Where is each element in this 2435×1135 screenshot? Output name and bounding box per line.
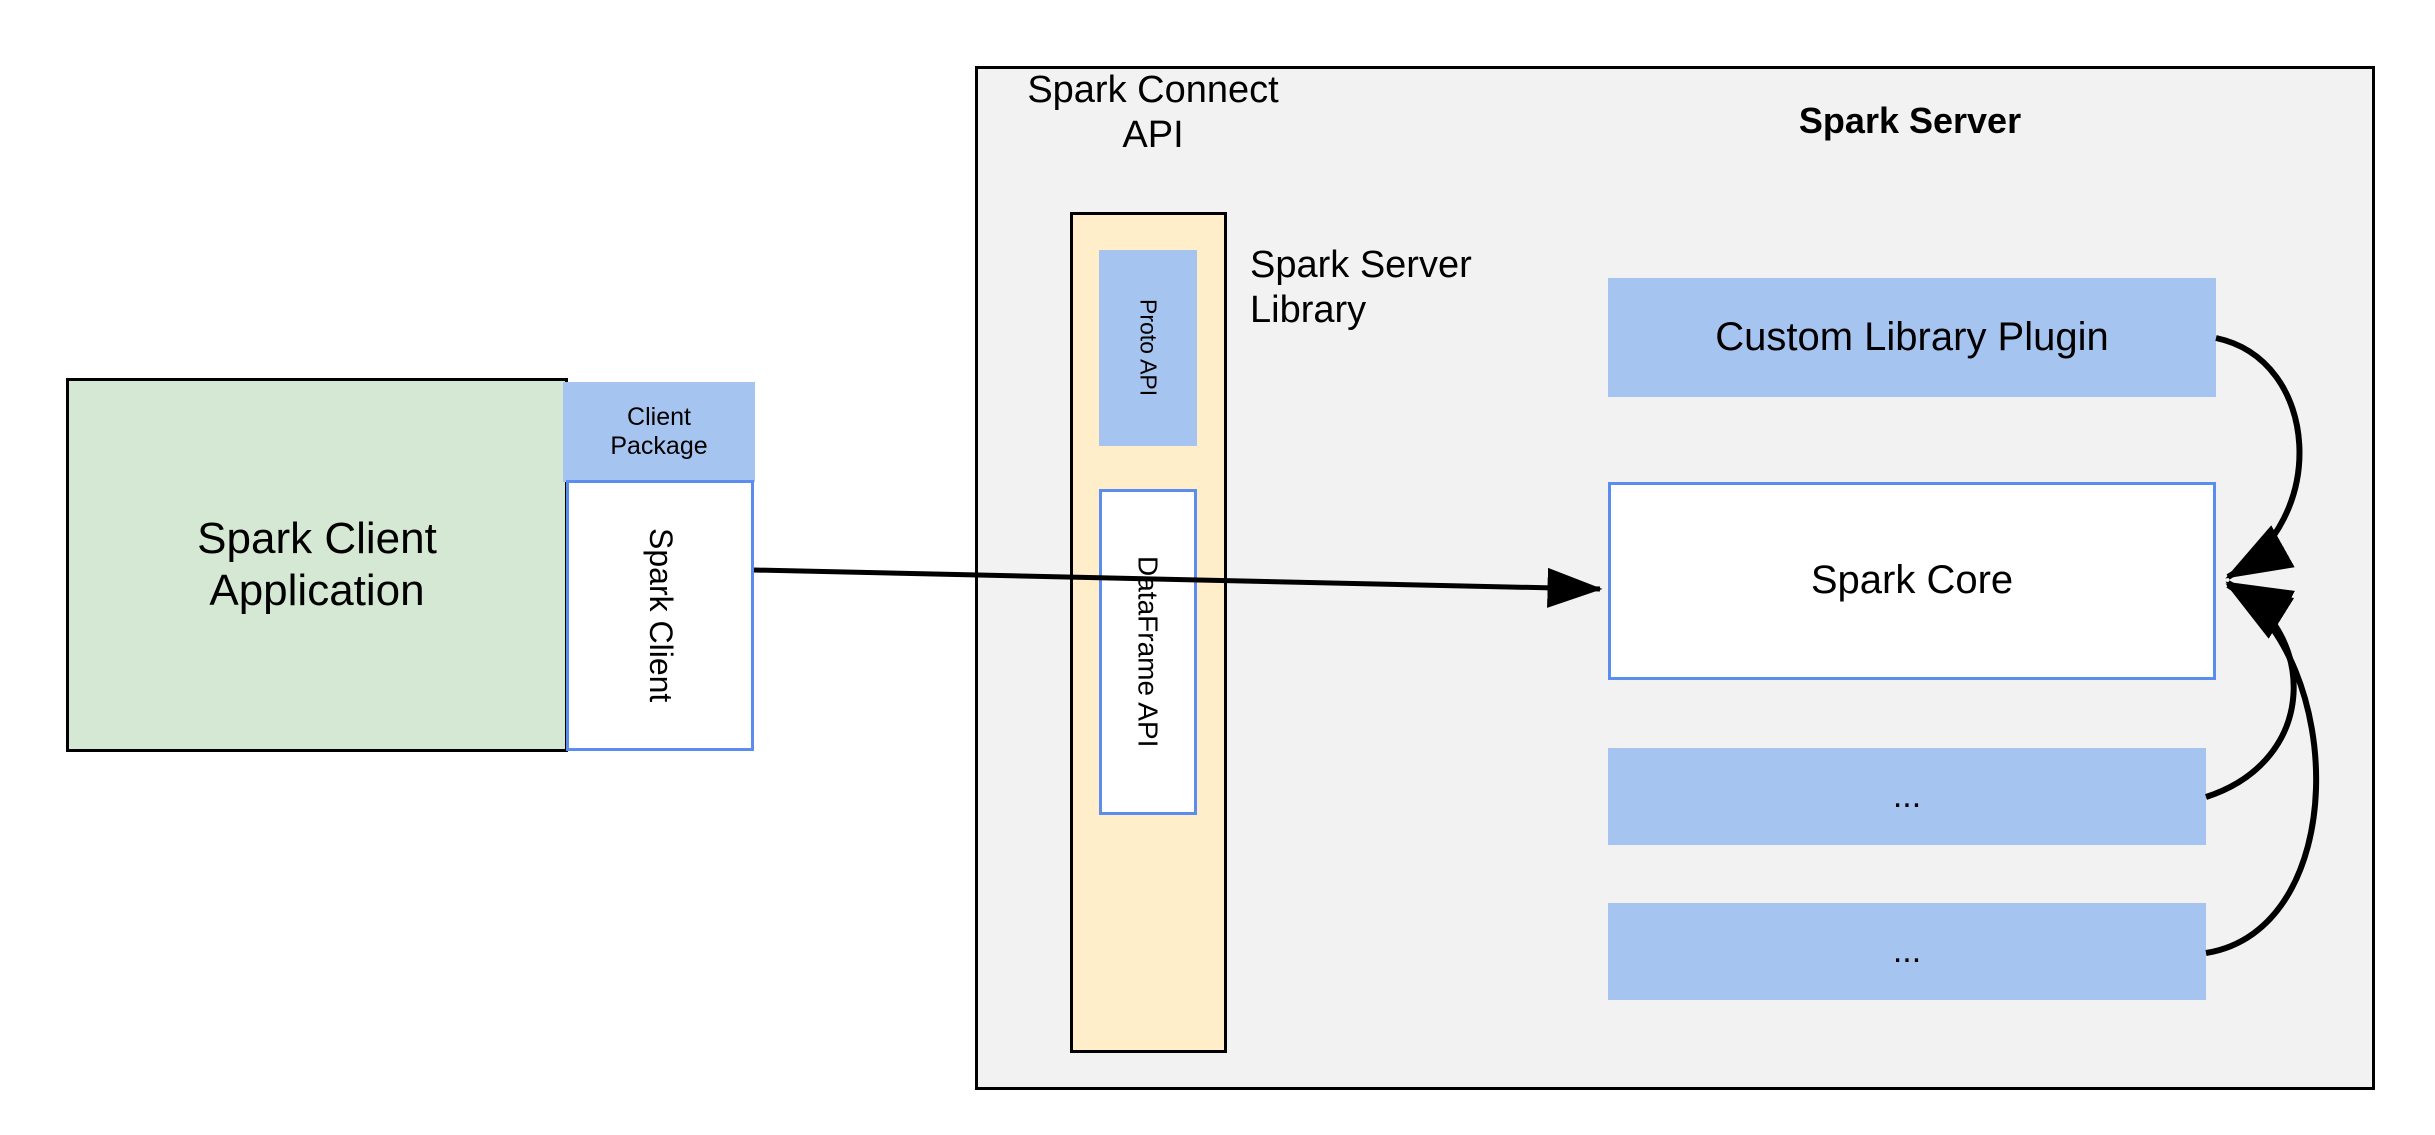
spark-core-box[interactable]: Spark Core <box>1608 482 2216 680</box>
custom-library-plugin-label: Custom Library Plugin <box>1715 314 2109 359</box>
server-module-ellipsis-1[interactable]: ... <box>1608 748 2206 845</box>
spark-connect-line-1: Spark Connect <box>1027 69 1279 111</box>
client-package-line-2: Package <box>610 432 708 460</box>
dataframe-api-label: DataFrame API <box>1132 556 1164 748</box>
spark-connect-api-label: Spark Connect API <box>1008 68 1298 166</box>
proto-api-label: Proto API <box>1135 299 1162 397</box>
server-library-line-1: Spark Server <box>1250 244 1472 286</box>
server-module-ellipsis-2[interactable]: ... <box>1608 903 2206 1000</box>
client-package-label: Client Package <box>610 403 707 462</box>
client-app-line-1: Spark Client <box>197 514 437 564</box>
spark-client-box[interactable]: Spark Client <box>566 480 754 751</box>
spark-client-application-label: Spark Client Application <box>197 513 437 617</box>
proto-api-box[interactable]: Proto API <box>1099 250 1197 446</box>
spark-core-label: Spark Core <box>1810 558 2014 603</box>
spark-client-application-box[interactable]: Spark Client Application <box>66 378 568 752</box>
server-library-line-2: Library <box>1250 288 1367 331</box>
spark-connect-line-2: API <box>1122 113 1184 156</box>
client-app-line-2: Application <box>209 566 425 615</box>
spark-server-library-label: Spark Server Library <box>1250 243 1550 343</box>
server-module-ellipsis-2-label: ... <box>1892 932 1922 971</box>
client-package-box[interactable]: Client Package <box>563 382 755 482</box>
custom-library-plugin-box[interactable]: Custom Library Plugin <box>1608 278 2216 397</box>
spark-client-label: Spark Client <box>642 528 679 703</box>
server-module-ellipsis-1-label: ... <box>1892 777 1922 816</box>
client-package-line-1: Client <box>627 402 691 431</box>
spark-server-title: Spark Server <box>1798 99 2022 141</box>
dataframe-api-box[interactable]: DataFrame API <box>1099 489 1197 815</box>
